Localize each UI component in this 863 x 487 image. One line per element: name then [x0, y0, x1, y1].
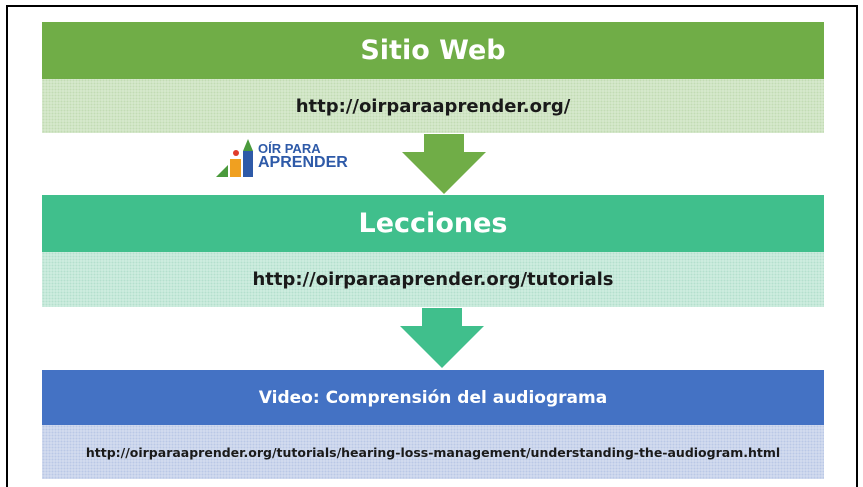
down-arrow-icon [400, 308, 484, 368]
box-1-url[interactable]: http://oirparaaprender.org/ [295, 95, 571, 117]
box-3-title: Video: Comprensión del audiograma [258, 387, 608, 408]
box-1-title: Sitio Web [360, 35, 506, 66]
logo-blocks-icon [216, 139, 253, 177]
down-arrow-icon [402, 134, 486, 194]
box-2-title: Lecciones [358, 208, 508, 239]
box-3-url[interactable]: http://oirparaaprender.org/tutorials/hea… [85, 444, 781, 460]
box-3-url-band: http://oirparaaprender.org/tutorials/hea… [42, 425, 824, 479]
box-2-url[interactable]: http://oirparaaprender.org/tutorials [252, 269, 614, 290]
box-2-url-band: http://oirparaaprender.org/tutorials [42, 252, 824, 307]
logo-line-1: OÍR PARA [258, 141, 321, 156]
oir-para-aprender-logo: OÍR PARA APRENDER [216, 137, 388, 183]
logo-line-2: APRENDER [258, 154, 348, 171]
diagram-frame [6, 5, 858, 487]
box-1-url-band: http://oirparaaprender.org/ [42, 79, 824, 133]
box-3-header: Video: Comprensión del audiograma [42, 370, 824, 425]
box-2-header: Lecciones [42, 195, 824, 252]
box-1-header: Sitio Web [42, 22, 824, 79]
